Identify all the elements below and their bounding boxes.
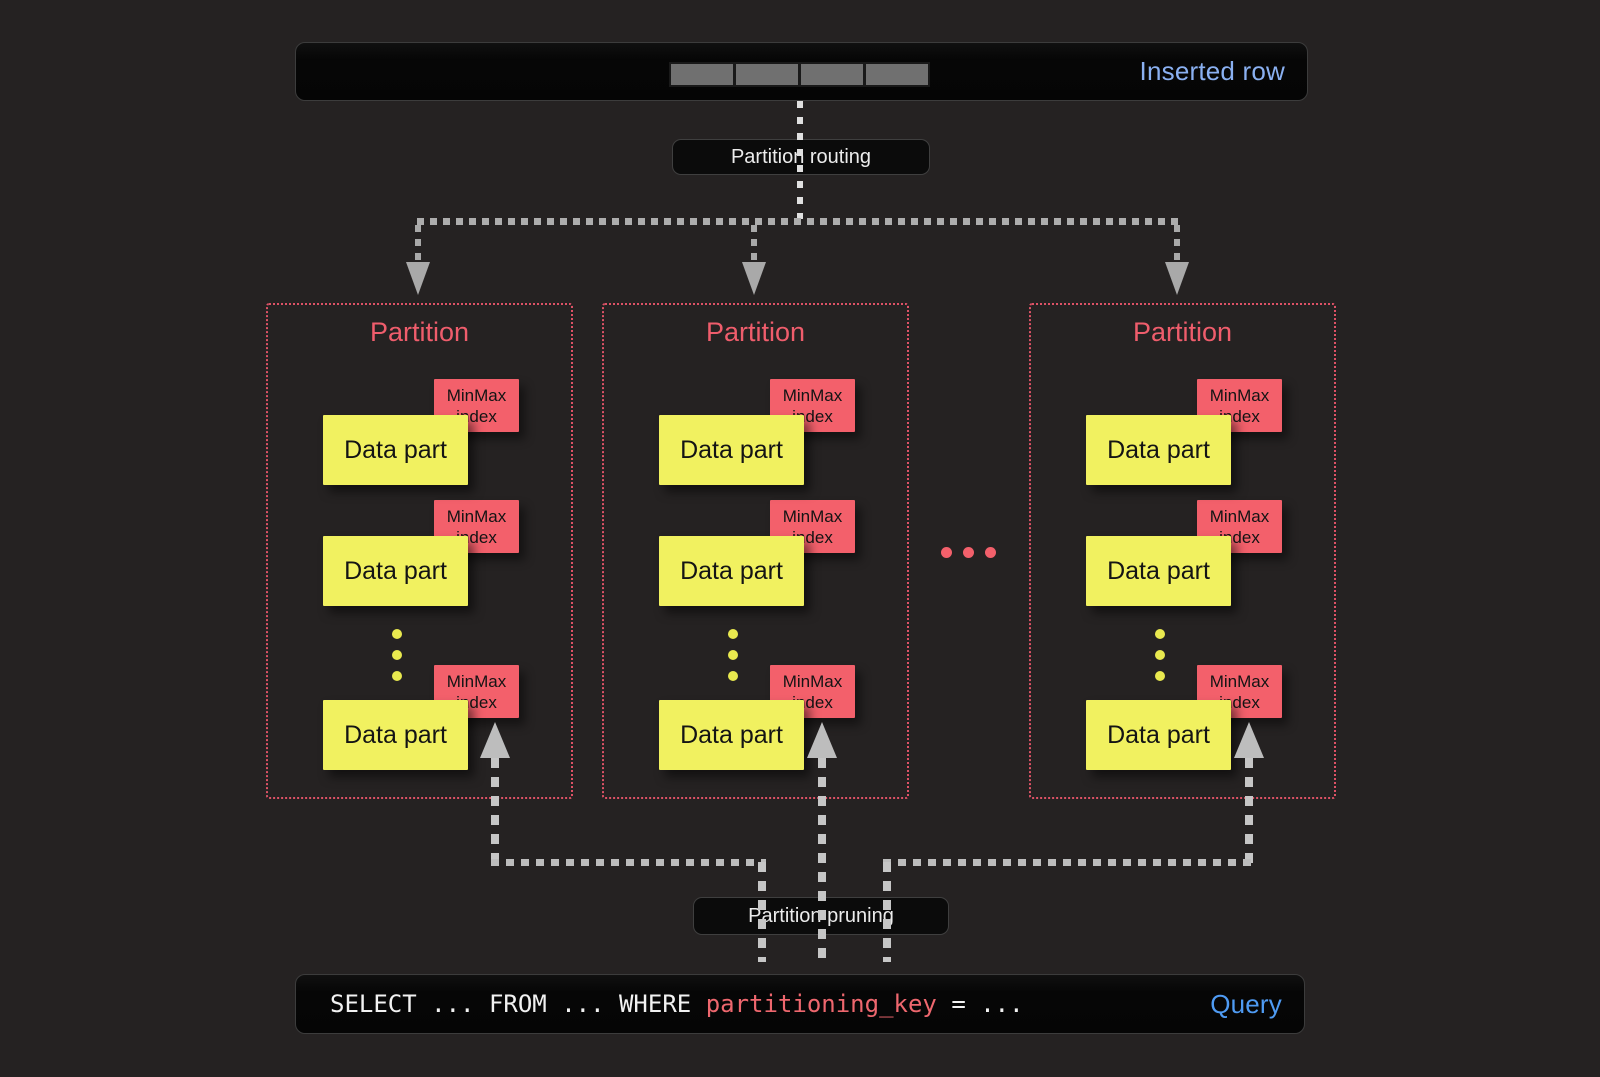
routing-branch-line bbox=[751, 225, 757, 263]
routing-drop-line bbox=[797, 101, 803, 219]
pruning-branch-line bbox=[883, 862, 891, 962]
pruning-fanin-line bbox=[883, 859, 1253, 866]
minmax-index-tag: MinMax index bbox=[1197, 665, 1282, 718]
data-part-box: Data part bbox=[1086, 700, 1231, 770]
vertical-ellipsis bbox=[713, 629, 753, 692]
arrow-down-icon bbox=[742, 262, 766, 295]
routing-branch-line bbox=[415, 225, 421, 263]
arrow-down-icon bbox=[406, 262, 430, 295]
routing-fanout-line bbox=[417, 218, 1180, 225]
pruning-fanin-line bbox=[491, 859, 766, 866]
partition-box: Partition MinMax index Data part MinMax … bbox=[602, 303, 909, 799]
data-part-box: Data part bbox=[1086, 415, 1231, 485]
vertical-ellipsis bbox=[377, 629, 417, 692]
minmax-index-tag: MinMax index bbox=[434, 500, 519, 553]
arrow-up-icon bbox=[480, 722, 510, 758]
data-part-box: Data part bbox=[1086, 536, 1231, 606]
row-cell bbox=[736, 64, 798, 85]
data-part-box: Data part bbox=[323, 415, 468, 485]
partition-box: Partition MinMax index Data part MinMax … bbox=[1029, 303, 1336, 799]
arrow-down-icon bbox=[1165, 262, 1189, 295]
pruning-arrow-line bbox=[491, 758, 499, 863]
sql-suffix: = ... bbox=[936, 990, 1024, 1018]
query-panel: SELECT ... FROM ... WHERE partitioning_k… bbox=[295, 974, 1305, 1034]
pruning-arrow-line bbox=[818, 758, 826, 960]
data-part-box: Data part bbox=[323, 536, 468, 606]
vertical-ellipsis bbox=[1140, 629, 1180, 692]
sql-prefix: SELECT ... FROM ... WHERE bbox=[330, 990, 706, 1018]
data-part-box: Data part bbox=[659, 700, 804, 770]
sql-partitioning-key: partitioning_key bbox=[705, 990, 937, 1018]
horizontal-ellipsis bbox=[941, 547, 996, 558]
partition-title: Partition bbox=[1132, 317, 1233, 347]
data-part-box: Data part bbox=[659, 415, 804, 485]
row-cell bbox=[866, 64, 928, 85]
inserted-row-cells bbox=[669, 62, 930, 87]
row-cell bbox=[671, 64, 733, 85]
data-part-box: Data part bbox=[659, 536, 804, 606]
query-label: Query bbox=[1210, 988, 1282, 1019]
partition-title: Partition bbox=[705, 317, 806, 347]
data-part-box: Data part bbox=[323, 700, 468, 770]
pruning-branch-line bbox=[758, 862, 766, 962]
routing-branch-line bbox=[1174, 225, 1180, 263]
inserted-row-label: Inserted row bbox=[1139, 56, 1285, 86]
minmax-index-tag: MinMax index bbox=[770, 379, 855, 432]
inserted-row-panel: Inserted row bbox=[295, 42, 1308, 101]
partition-box: Partition MinMax index Data part MinMax … bbox=[266, 303, 573, 799]
partition-title: Partition bbox=[369, 317, 470, 347]
sql-statement: SELECT ... FROM ... WHERE partitioning_k… bbox=[330, 975, 1024, 1033]
arrow-up-icon bbox=[807, 722, 837, 758]
pruning-arrow-line bbox=[1245, 758, 1253, 863]
row-cell bbox=[801, 64, 863, 85]
arrow-up-icon bbox=[1234, 722, 1264, 758]
